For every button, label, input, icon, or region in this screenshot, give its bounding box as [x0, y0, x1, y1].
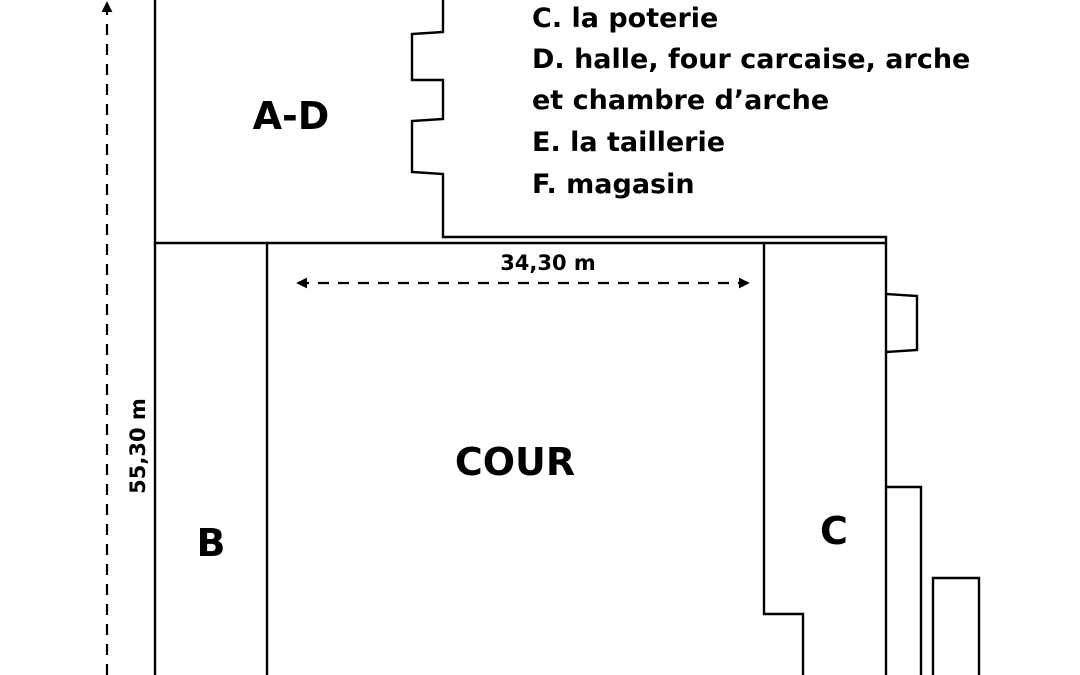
zone-label-c: C [820, 509, 848, 553]
building-c-outline [762, 243, 888, 675]
width-measurement-label: 34,30 m [500, 251, 596, 275]
building-b-outline [153, 243, 269, 675]
zone-label-cour: COUR [455, 440, 575, 484]
annex-tall-outline [886, 485, 923, 675]
legend-item-e: E. la taillerie [532, 127, 725, 158]
building-a-d-outline [153, 0, 888, 245]
legend-item-d: D. halle, four carcaise, arche [532, 44, 970, 75]
legend-item-f: F. magasin [532, 169, 695, 200]
legend-item-c: C. la poterie [532, 3, 718, 34]
zone-label-a-d: A-D [253, 94, 330, 138]
legend: C. la poterie D. halle, four carcaise, a… [532, 3, 970, 200]
zone-label-b: B [197, 521, 226, 565]
legend-item-d-continued: et chambre d’arche [532, 85, 829, 116]
annex-far-outline [931, 576, 981, 675]
annex-small-outline [885, 292, 919, 354]
height-measurement-label: 55,30 m [126, 398, 150, 494]
